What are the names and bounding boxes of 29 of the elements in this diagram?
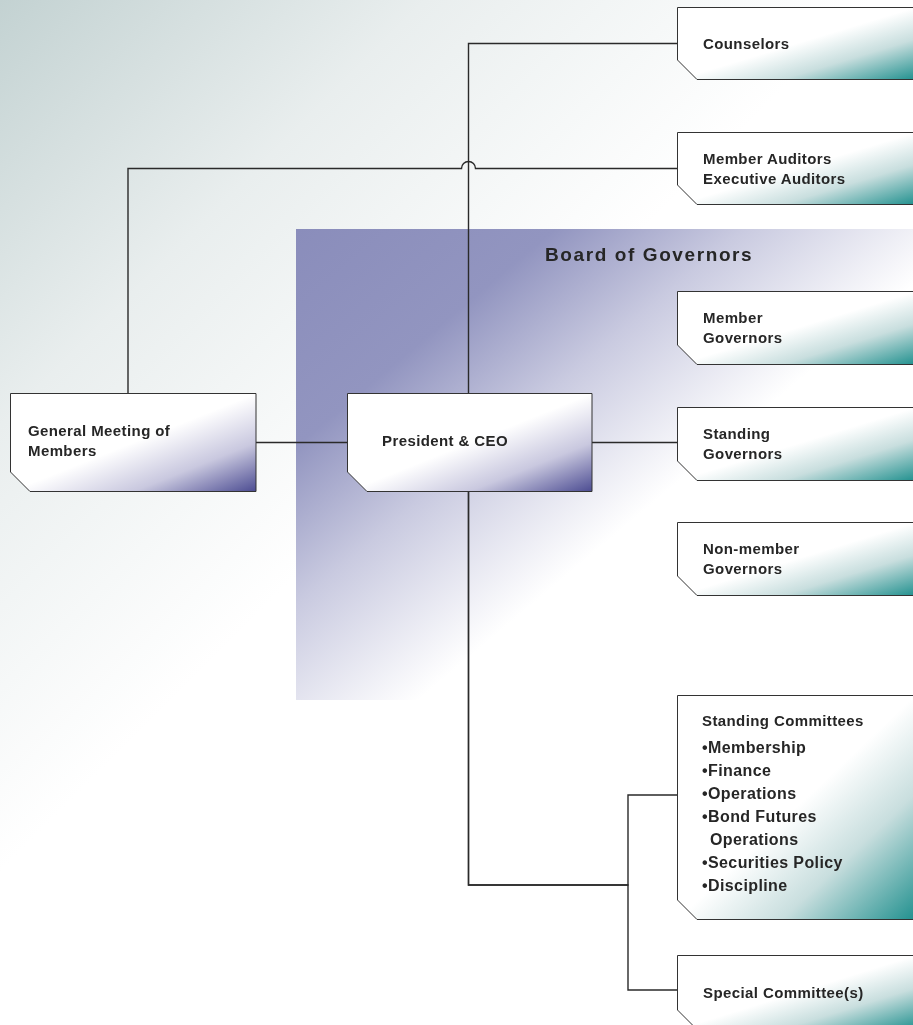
org-box	[347, 393, 590, 492]
box-label: Counselors	[703, 33, 791, 54]
org-box	[677, 955, 913, 1025]
list-item: •Finance	[702, 761, 773, 781]
org-box	[677, 695, 913, 920]
box-label: Non-member Governors	[703, 539, 801, 579]
band-title: Board of Governors	[545, 245, 754, 265]
org-box	[677, 522, 913, 596]
box-label: President & CEO	[382, 430, 510, 451]
connector-line	[467, 42, 678, 394]
box-label: Member Governors	[703, 308, 784, 348]
org-box	[677, 407, 913, 481]
list-item: •Securities Policy	[702, 853, 844, 873]
org-box	[10, 393, 254, 492]
list-item: •Bond Futures Operations	[702, 807, 818, 850]
list-item: •Discipline	[702, 876, 789, 896]
connector-line	[467, 491, 678, 991]
org-box	[677, 132, 913, 205]
list-item: •Operations	[702, 784, 798, 804]
box-heading: Standing Committees	[702, 711, 865, 731]
org-box	[677, 291, 913, 365]
connector-line	[127, 160, 678, 394]
box-label: Executive Auditors	[703, 168, 847, 189]
box-label: Special Committee(s)	[703, 982, 865, 1003]
box-label: Standing Governors	[703, 424, 784, 464]
box-label: Member Auditors	[703, 148, 833, 169]
list-item: •Membership	[702, 738, 808, 758]
org-box	[677, 7, 913, 80]
box-label: General Meeting of Members	[28, 420, 172, 461]
